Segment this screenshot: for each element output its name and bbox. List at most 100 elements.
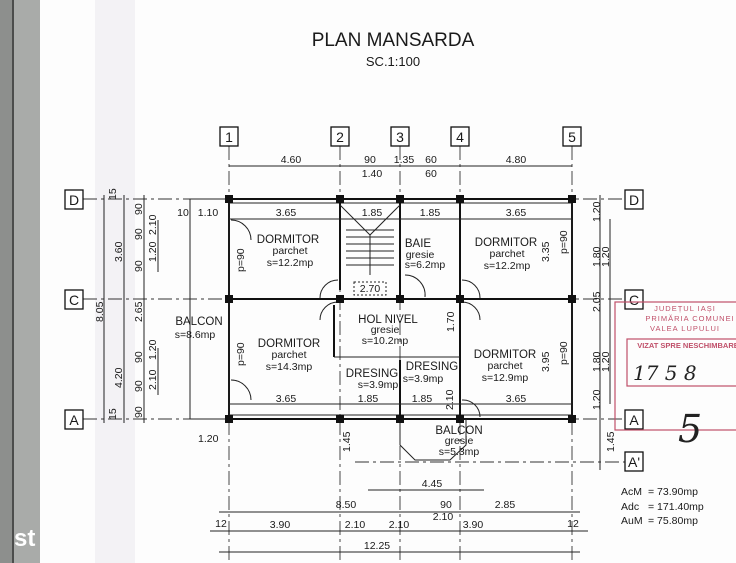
axis-4: 4 [456, 129, 464, 145]
svg-text:s=6.2mp: s=6.2mp [405, 259, 446, 271]
plan-title: PLAN MANSARDA [312, 30, 475, 51]
svg-text:4.20: 4.20 [113, 367, 125, 388]
svg-text:BALCON: BALCON [175, 316, 222, 328]
door-swing [461, 399, 481, 418]
dim-inner: 1.85 [362, 207, 383, 219]
door-width-label: p=90 [558, 230, 570, 254]
svg-text:15: 15 [107, 408, 119, 420]
door-width-label: p=90 [235, 248, 247, 272]
svg-text:1.45: 1.45 [341, 431, 353, 452]
staircase [339, 204, 401, 275]
svg-text:PRIMĂRIA COMUNEI: PRIMĂRIA COMUNEI [645, 314, 734, 323]
svg-text:Adc: Adc [621, 501, 639, 513]
level-marker: 2.70 [360, 283, 381, 295]
svg-text:3.60: 3.60 [113, 241, 125, 262]
balcony-outline [399, 419, 467, 461]
room-baie: BAIE gresie s=6.2mp [405, 238, 446, 271]
dim-inner: 3.65 [276, 393, 297, 405]
dim-top: 4.80 [506, 154, 527, 166]
door-swing [319, 279, 339, 299]
scan-edge-inner [14, 0, 40, 563]
svg-text:s=5.3mp: s=5.3mp [439, 446, 480, 458]
room-dormitor-4: DORMITOR parchet s=12.9mp [474, 349, 536, 384]
axis-A-prime: A' [628, 454, 640, 470]
axis-C-right: C [629, 292, 639, 308]
svg-text:DORMITOR: DORMITOR [474, 349, 536, 361]
svg-text:s=14.3mp: s=14.3mp [266, 361, 313, 373]
svg-text:= 73.90mp: = 73.90mp [648, 486, 698, 498]
svg-text:90: 90 [133, 351, 145, 363]
svg-text:8.50: 8.50 [336, 499, 357, 511]
right-dimensions: 1.20 1.80 1.20 2.05 1.80 1.20 1.20 1.45 [591, 195, 617, 470]
svg-text:90: 90 [133, 380, 145, 392]
svg-text:s=3.9mp: s=3.9mp [403, 373, 444, 385]
svg-text:parchet: parchet [489, 248, 524, 260]
svg-text:s=3.9mp: s=3.9mp [358, 379, 399, 391]
svg-text:1.20: 1.20 [147, 339, 159, 360]
svg-text:s=8.6mp: s=8.6mp [175, 329, 216, 341]
dim-inner: 3.65 [276, 207, 297, 219]
axis-A-right: A [629, 412, 639, 428]
svg-text:15: 15 [107, 188, 119, 200]
axis-D-right: D [629, 192, 639, 208]
svg-text:1.80: 1.80 [591, 246, 603, 267]
room-dormitor-1: DORMITOR parchet s=12.2mp [257, 234, 319, 269]
dim-inner-vertical: 2.10 [444, 389, 456, 410]
room-dresing-1: DRESING s=3.9mp [346, 368, 399, 391]
svg-text:s=10.2mp: s=10.2mp [362, 335, 409, 347]
approval-stamp: JUDEȚUL IAȘI PRIMĂRIA COMUNEI VALEA LUPU… [614, 301, 736, 451]
svg-text:12: 12 [567, 518, 579, 530]
door-swing [404, 274, 426, 298]
svg-text:90: 90 [133, 260, 145, 272]
dim-top: 60 [425, 154, 437, 166]
handwritten-number: 17 5 8 [633, 361, 697, 385]
svg-text:parchet: parchet [487, 360, 522, 372]
watermark: st [14, 525, 35, 552]
axis-A-left: A [69, 412, 79, 428]
dim-inner: 1.85 [420, 207, 441, 219]
dim-inner: 1.85 [412, 393, 433, 405]
svg-text:s=12.9mp: s=12.9mp [482, 372, 529, 384]
dim-inner: 1.10 [198, 207, 219, 219]
svg-text:1.20: 1.20 [591, 201, 603, 222]
room-balcon-left: BALCON s=8.6mp [175, 316, 223, 341]
svg-text:1.20: 1.20 [147, 241, 159, 262]
svg-text:2.10: 2.10 [345, 519, 366, 531]
dim-inner-vertical: 1.70 [445, 311, 457, 332]
svg-text:gresie: gresie [371, 324, 400, 336]
row-bubbles: D C A D C A A' [64, 189, 644, 472]
dim-top: 60 [425, 168, 437, 180]
dim-inner-vertical: 3.95 [540, 351, 552, 372]
svg-text:2.10: 2.10 [433, 511, 454, 523]
door-swing [319, 301, 339, 321]
svg-text:parchet: parchet [271, 349, 306, 361]
svg-text:90: 90 [133, 203, 145, 215]
dim-inner: 3.65 [506, 393, 527, 405]
walls [189, 195, 576, 461]
svg-text:2.10: 2.10 [147, 214, 159, 235]
dim-inner: 3.65 [506, 207, 527, 219]
svg-text:AcM: AcM [621, 486, 642, 498]
axis-D-left: D [69, 192, 79, 208]
svg-text:1.45: 1.45 [605, 431, 617, 452]
svg-text:90: 90 [133, 228, 145, 240]
door-swing [461, 279, 481, 299]
svg-text:1.20: 1.20 [591, 389, 603, 410]
plan-scale: SC.1:100 [366, 54, 420, 69]
svg-text:VALEA LUPULUI: VALEA LUPULUI [650, 324, 720, 333]
svg-text:s=12.2mp: s=12.2mp [267, 257, 314, 269]
door-swing [230, 379, 252, 401]
bottom-dimensions: 1.20 1.45 4.45 8.50 90 2.85 2.10 12 3.90… [198, 431, 588, 553]
room-hol-nivel: HOL NIVEL gresie s=10.2mp [358, 314, 418, 347]
room-balcon-bottom: BALCON gresie s=5.3mp [435, 425, 482, 458]
svg-text:DRESING: DRESING [346, 368, 398, 380]
svg-text:1.20: 1.20 [198, 433, 219, 445]
dim-top: 90 [364, 154, 376, 166]
door-swing [230, 219, 252, 241]
signature: 5 [678, 407, 702, 451]
svg-text:8.05: 8.05 [94, 301, 106, 322]
column-bubbles: 1 2 3 4 5 [219, 126, 582, 147]
svg-text:AuM: AuM [621, 515, 643, 527]
room-dormitor-3: DORMITOR parchet s=14.3mp [258, 338, 320, 373]
